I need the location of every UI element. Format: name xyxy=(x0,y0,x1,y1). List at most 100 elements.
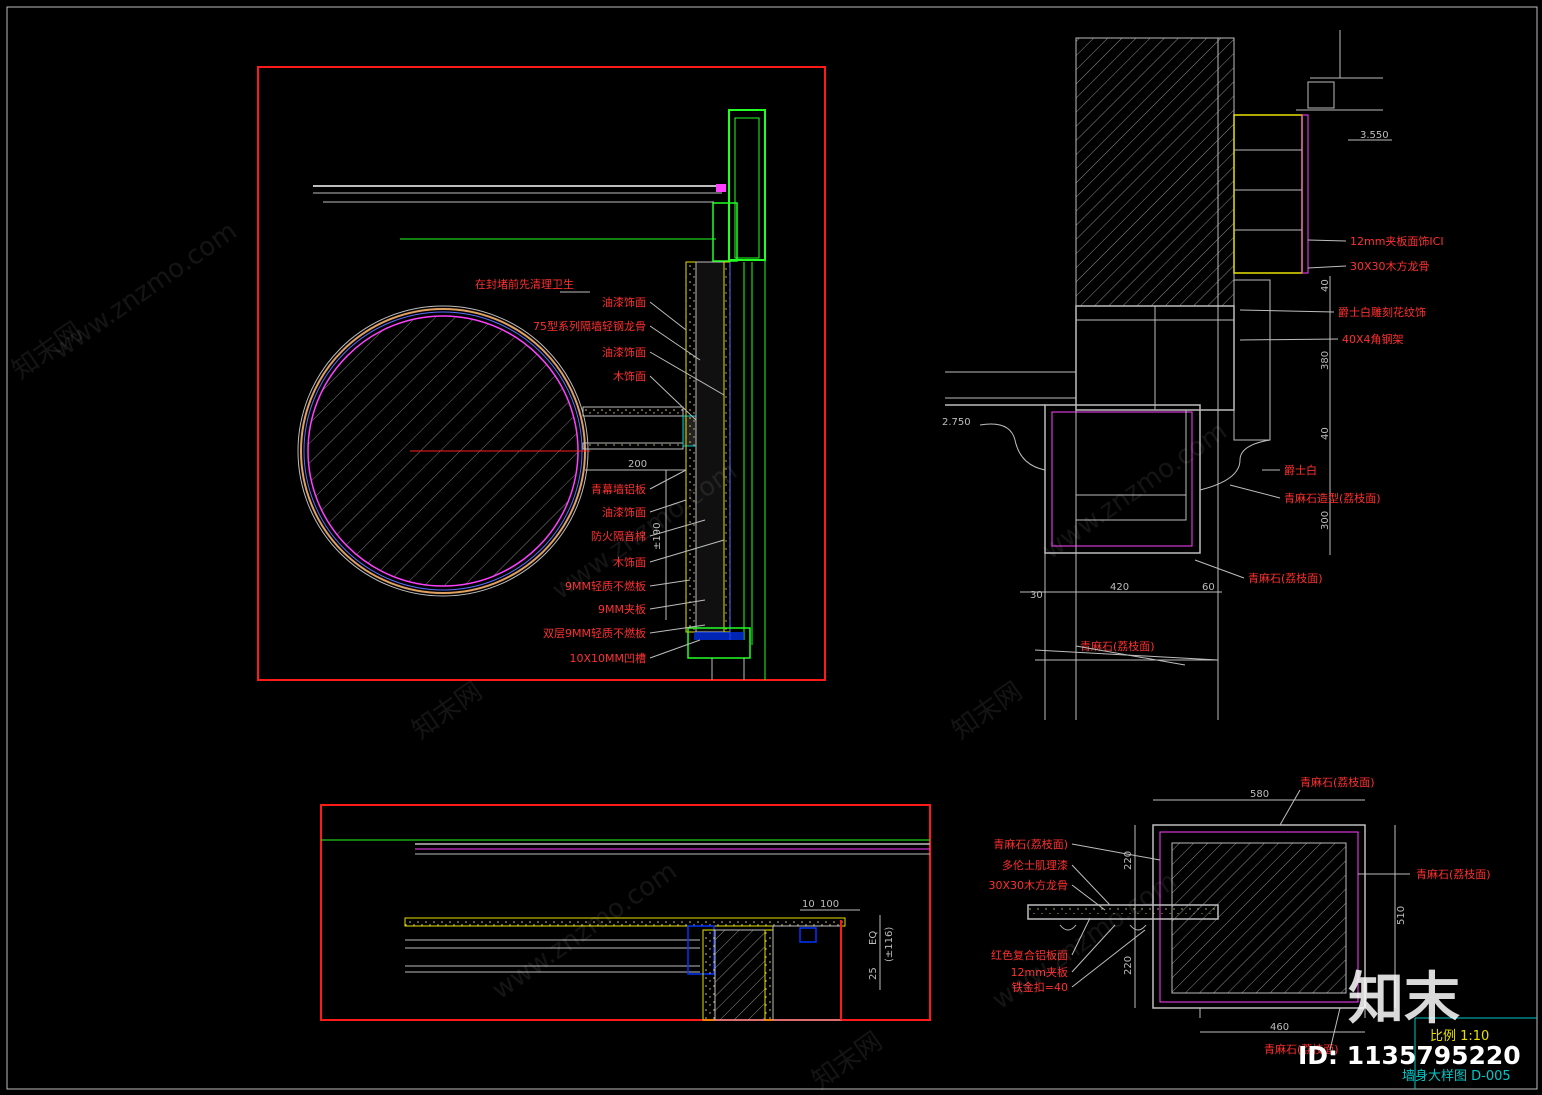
logo-watermark: 知末 xyxy=(1348,967,1460,1032)
leader-label: 爵士白 xyxy=(1284,463,1317,477)
leader-line xyxy=(1075,645,1186,666)
leader-line xyxy=(649,469,687,490)
leader-label: 双层9MM轻质不燃板 xyxy=(543,626,646,640)
leader-line xyxy=(1329,1007,1341,1051)
leader-line xyxy=(649,301,687,331)
leader-line xyxy=(1071,917,1091,956)
leader-label: 75型系列隔墙轻钢龙骨 xyxy=(533,319,646,333)
id-watermark: ID: 1135795220 xyxy=(1298,1041,1521,1070)
detail-a-note: 在封堵前先清理卫生 xyxy=(475,277,574,291)
watermark-url: www.znzmo.com xyxy=(487,856,683,1006)
detail-c-dim-100: 100 xyxy=(820,899,839,910)
leader-line xyxy=(1071,929,1146,988)
leader-line xyxy=(1279,789,1301,826)
detail-b-dim-420: 420 xyxy=(1110,582,1129,593)
drawing-title: 墙身大样图 D-005 xyxy=(1402,1068,1511,1084)
detail-b-dim-40b: 40 xyxy=(1320,427,1331,440)
leader-line xyxy=(649,599,706,610)
detail-a-group: 200 ±190 在封堵前先清理卫生 油漆饰面75型系列隔墙轻钢龙骨油漆饰面木饰… xyxy=(257,66,826,681)
leader-label: 油漆饰面 xyxy=(602,505,646,519)
title-block: 比例 1:10 墙身大样图 D-005 xyxy=(1402,1017,1537,1089)
detail-d-dim-510: 510 xyxy=(1396,906,1407,925)
leader-line xyxy=(1307,239,1347,242)
leader-label: 9MM夹板 xyxy=(598,602,646,616)
leader-line xyxy=(1071,843,1161,861)
leader-label: 青麻石(荔枝面) xyxy=(1080,639,1155,653)
concrete-slab xyxy=(1075,37,1235,307)
leader-label: 10X10MM凹槽 xyxy=(569,652,646,665)
watermark-brand: 知末网 xyxy=(807,1026,888,1095)
watermark-url: www.znzmo.com xyxy=(1037,416,1233,566)
leader-label: 青麻石(荔枝面) xyxy=(1416,867,1491,881)
leader-label: 青幕墙铝板 xyxy=(591,482,646,496)
detail-c-frame xyxy=(320,804,931,1021)
leader-label: 青麻石(荔枝面) xyxy=(1300,775,1375,789)
detail-d-dim-220a: 220 xyxy=(1123,851,1134,870)
leader-label: 多伦士肌理漆 xyxy=(1002,858,1068,872)
detail-d-group: 580 220 220 510 460 青麻石(荔枝面) 多伦士肌理漆 30X30木… xyxy=(988,775,1490,1056)
detail-b-group: 3.550 2.750 40 380 40 300 30 420 60 12mm… xyxy=(942,30,1444,720)
elevation-bottom: 2.750 xyxy=(942,417,971,428)
leader-label: 30X30木方龙骨 xyxy=(1350,259,1430,273)
leader-label: 30X30木方龙骨 xyxy=(988,878,1068,892)
leader-label: 40X4角钢架 xyxy=(1342,333,1404,346)
leader-label: 木饰面 xyxy=(613,555,646,569)
detail-a-labels: 油漆饰面75型系列隔墙轻钢龙骨油漆饰面木饰面青幕墙铝板油漆饰面防火隔音棉木饰面9… xyxy=(533,295,725,665)
leader-line xyxy=(649,639,701,659)
leader-label: 木饰面 xyxy=(613,369,646,383)
leader-label: 铁金扣=40 xyxy=(1012,980,1068,994)
leader-label: 红色复合铝板面 xyxy=(991,948,1068,962)
detail-b-dim-300: 300 xyxy=(1320,511,1331,530)
leader-label: 12mm夹板 xyxy=(1011,965,1068,979)
leader-label: 青麻石(荔枝面) xyxy=(1248,571,1323,585)
leader-line xyxy=(649,539,725,563)
detail-a-frame xyxy=(257,66,826,681)
leader-label: 9MM轻质不燃板 xyxy=(565,579,646,593)
leader-line xyxy=(1071,864,1111,906)
detail-c-group: 10 100 EQ (±116) 25 xyxy=(320,804,931,1021)
pier-outer xyxy=(1152,824,1366,1009)
detail-d-dim-580: 580 xyxy=(1250,789,1269,800)
leader-line xyxy=(649,499,687,513)
leader-line xyxy=(1239,309,1335,313)
wall-assembly xyxy=(685,261,697,633)
leader-line xyxy=(1071,924,1116,973)
leader-line xyxy=(649,375,697,421)
leader-label: 爵士白雕刻花纹饰 xyxy=(1338,305,1426,319)
scale-label: 比例 1:10 xyxy=(1430,1029,1489,1044)
leader-line xyxy=(649,624,706,634)
detail-b-dim-380: 380 xyxy=(1320,351,1331,370)
detail-c-dim-eq: EQ xyxy=(868,931,879,945)
watermark-brand: 知末网 xyxy=(407,676,488,745)
detail-b-dim-60: 60 xyxy=(1202,582,1215,593)
leader-label: 青麻石(荔枝面) xyxy=(993,837,1068,851)
leader-line xyxy=(1071,884,1106,911)
leader-label: 12mm夹板面饰ICI xyxy=(1350,234,1444,248)
detail-b-dim-30: 30 xyxy=(1030,590,1043,601)
watermark-brand: 知末网 xyxy=(947,676,1028,745)
pier-core xyxy=(1171,842,1347,994)
elevation-top: 3.550 xyxy=(1360,130,1389,141)
leader-line xyxy=(1307,265,1347,269)
leader-line xyxy=(1229,484,1281,499)
detail-a-dim-200: 200 xyxy=(628,459,647,470)
detail-c-dim-25: 25 xyxy=(868,967,879,980)
leader-line xyxy=(1239,338,1339,341)
detail-d-dim-220b: 220 xyxy=(1123,956,1134,975)
detail-b-dim-40a: 40 xyxy=(1320,279,1331,292)
leader-line xyxy=(649,325,701,361)
detail-a-dim-190: ±190 xyxy=(652,523,663,550)
leader-label: 青麻石造型(荔枝面) xyxy=(1284,491,1381,505)
leader-label: 油漆饰面 xyxy=(602,295,646,309)
leader-line xyxy=(1194,559,1245,579)
leader-line xyxy=(649,351,725,396)
leader-label: 防火隔音棉 xyxy=(591,529,646,543)
leader-line xyxy=(649,519,706,537)
leader-label: 青麻石(荔枝面) xyxy=(1264,1042,1339,1056)
detail-d-dim-460: 460 xyxy=(1270,1022,1289,1033)
drawing-border xyxy=(6,6,1538,1090)
detail-c-dim-10: 10 xyxy=(802,899,815,910)
